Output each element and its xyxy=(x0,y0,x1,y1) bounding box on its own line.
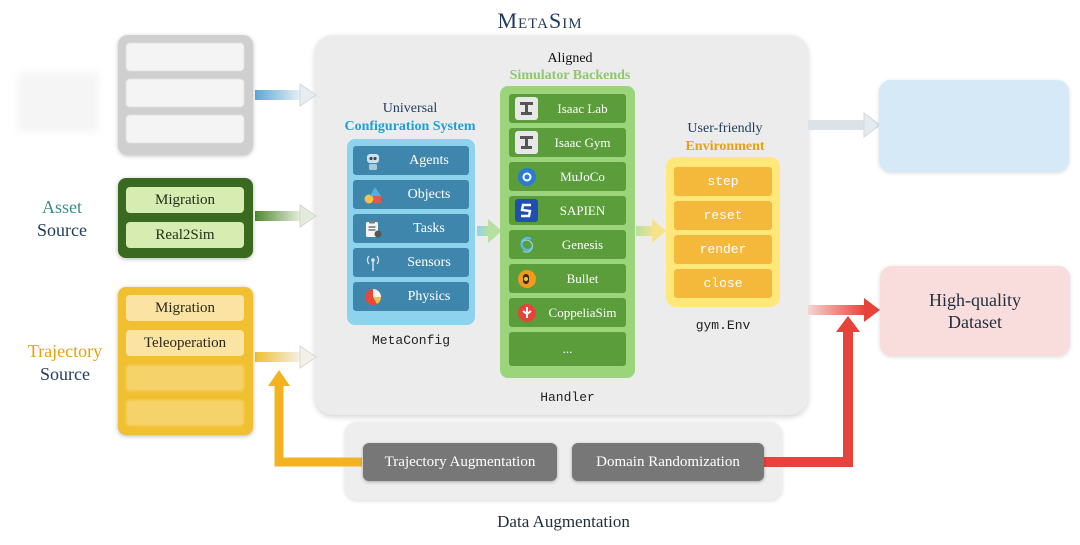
env-item-reset: reset xyxy=(674,201,772,230)
config-item-label: Objects xyxy=(407,187,451,202)
sim-item-label: SAPIEN xyxy=(559,203,606,218)
arrow-asset-input xyxy=(255,204,317,228)
pie-icon xyxy=(361,285,385,308)
sim-item-sapien: SAPIEN xyxy=(509,196,626,225)
sim-item-mujoco: MuJoCo xyxy=(509,162,626,191)
config-system-box: Agents Objects Tasks Sensors Physics xyxy=(347,139,475,325)
arrow-top-input xyxy=(255,83,317,107)
isaac-icon xyxy=(515,131,538,154)
arrow-config-to-sim xyxy=(477,219,502,243)
trajectory-source-label: Trajectory Source xyxy=(10,340,120,386)
simulator-header: Aligned Simulator Backends xyxy=(490,50,650,84)
config-header-line2: Configuration System xyxy=(344,119,476,134)
blurred-asset-group xyxy=(118,35,253,155)
isaac-icon xyxy=(515,97,538,120)
config-item-physics: Physics xyxy=(353,282,469,311)
sim-item-label: MuJoCo xyxy=(560,169,605,184)
environment-header-line1: User-friendly xyxy=(687,121,763,136)
antenna-icon xyxy=(361,251,385,274)
env-item-render: render xyxy=(674,235,772,264)
config-header: Universal Configuration System xyxy=(340,100,480,136)
domain-randomization-block: Domain Randomization xyxy=(572,443,764,481)
augmentation-label: Data Augmentation xyxy=(497,512,630,531)
diagram-title: MetaSim xyxy=(497,8,583,33)
mujoco-icon xyxy=(515,165,538,188)
config-item-label: Agents xyxy=(409,153,449,168)
genesis-icon xyxy=(515,233,538,256)
asset-source-label: Asset Source xyxy=(22,196,102,242)
blurred-slot xyxy=(126,79,244,107)
sim-item-bullet: Bullet xyxy=(509,264,626,293)
sim-item-label: ... xyxy=(562,341,573,356)
asset-label-line1: Asset xyxy=(42,197,82,217)
arrow-to-dataset xyxy=(764,298,880,467)
asset-source-box: Migration Real2Sim xyxy=(118,178,253,258)
blurred-slot xyxy=(126,115,244,143)
trajectory-item-migration: Migration xyxy=(126,295,244,321)
clipboard-icon xyxy=(361,217,385,240)
trajectory-item-teleoperation: Teleoperation xyxy=(126,330,244,356)
simulator-header-line2: Simulator Backends xyxy=(509,68,631,83)
config-item-agents: Agents xyxy=(353,146,469,175)
config-item-label: Tasks xyxy=(413,221,445,236)
environment-caption: gym.Env xyxy=(695,318,751,333)
arrow-sim-to-env xyxy=(636,219,666,243)
config-caption: MetaConfig xyxy=(371,333,450,348)
dataset-label-line2: Dataset xyxy=(948,312,1002,332)
trajectory-item-blurred xyxy=(126,365,244,391)
robot-icon xyxy=(361,149,385,172)
env-item-close: close xyxy=(674,269,772,298)
sim-item-isaac-lab: Isaac Lab xyxy=(509,94,626,123)
sim-item-more: ... xyxy=(509,332,626,366)
coppelia-icon xyxy=(515,301,538,324)
arrow-to-output-top xyxy=(808,112,881,138)
config-item-label: Sensors xyxy=(407,255,451,270)
trajectory-item-blurred xyxy=(126,400,244,426)
config-item-objects: Objects xyxy=(353,180,469,209)
trajectory-label-line2: Source xyxy=(40,364,90,384)
sim-item-label: Isaac Lab xyxy=(557,101,608,116)
simulator-header-line1: Aligned xyxy=(547,51,593,66)
config-item-label: Physics xyxy=(407,289,451,304)
trajectory-label-line1: Trajectory xyxy=(27,341,103,361)
environment-box: step reset render close xyxy=(666,157,780,307)
config-item-sensors: Sensors xyxy=(353,248,469,277)
sim-item-label: Isaac Gym xyxy=(554,135,611,150)
sim-item-isaac-gym: Isaac Gym xyxy=(509,128,626,157)
config-header-line1: Universal xyxy=(382,101,438,116)
config-item-tasks: Tasks xyxy=(353,214,469,243)
blurred-output-box xyxy=(879,80,1069,172)
shapes-icon xyxy=(361,183,385,206)
blurred-slot xyxy=(126,43,244,71)
dataset-box: High-quality Dataset xyxy=(880,266,1070,356)
blurred-region xyxy=(18,72,98,132)
sim-item-genesis: Genesis xyxy=(509,230,626,259)
arrow-augmentation-to-trajectory xyxy=(268,370,362,467)
env-item-step: step xyxy=(674,167,772,196)
asset-item-migration: Migration xyxy=(126,187,244,213)
bullet-icon xyxy=(515,267,538,290)
dataset-label-line1: High-quality xyxy=(929,290,1021,310)
sim-item-label: CoppeliaSim xyxy=(548,305,617,320)
sim-item-coppeliasim: CoppeliaSim xyxy=(509,298,626,327)
sim-item-label: Genesis xyxy=(561,237,604,252)
trajectory-source-box: Migration Teleoperation xyxy=(118,287,253,435)
asset-label-line2: Source xyxy=(37,220,87,240)
environment-header-line2: Environment xyxy=(685,139,765,154)
trajectory-augmentation-block: Trajectory Augmentation xyxy=(363,443,557,481)
arrow-trajectory-input xyxy=(255,345,317,369)
environment-header: User-friendly Environment xyxy=(660,120,790,156)
simulator-caption: Handler xyxy=(540,390,595,405)
simulator-backends-box: Isaac Lab Isaac Gym MuJoCo SAPIEN Genesi… xyxy=(500,86,635,378)
asset-item-real2sim: Real2Sim xyxy=(126,222,244,248)
sim-item-label: Bullet xyxy=(566,271,599,286)
sapien-icon xyxy=(515,199,538,222)
